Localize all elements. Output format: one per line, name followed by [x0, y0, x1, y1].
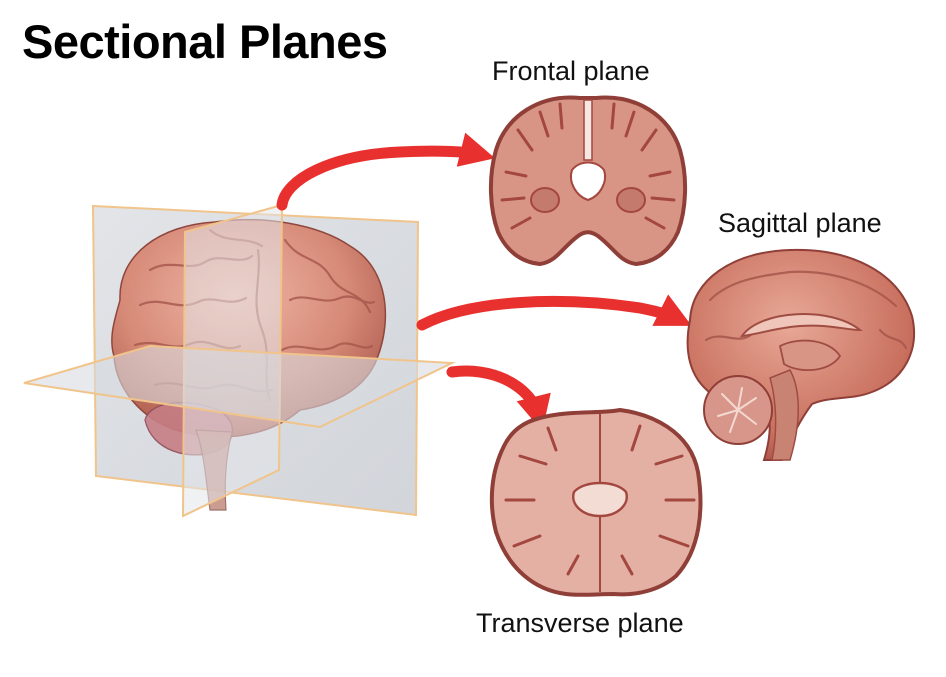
arrow-to-sagittal	[416, 294, 692, 331]
frontal-fissure	[583, 99, 593, 161]
transverse-ventricles	[571, 481, 629, 518]
transverse-section	[489, 407, 703, 597]
arbor-vitae	[717, 387, 757, 433]
frontal-nucleus-right	[616, 187, 646, 213]
sagittal-brainstem	[769, 369, 799, 461]
frontal-ventricles	[570, 161, 606, 202]
frontal-plane-label: Frontal plane	[492, 56, 650, 86]
arrow-to-frontal	[276, 132, 496, 211]
arrows	[276, 132, 692, 432]
frontal-section	[488, 95, 688, 267]
frontal-nucleus-left	[530, 187, 560, 213]
transverse-plane-label: Transverse plane	[476, 608, 684, 638]
sagittal-thalamus	[778, 339, 842, 371]
frontal-section-folds	[500, 102, 676, 230]
sagittal-gyri	[704, 270, 908, 350]
arrow-to-transverse	[446, 365, 551, 432]
transverse-folds	[504, 424, 696, 576]
diagram-title: Sectional Planes	[22, 15, 388, 68]
corpus-callosum	[739, 313, 863, 338]
brain-3d-model	[23, 203, 456, 518]
sagittal-section	[686, 248, 916, 461]
sagittal-plane-label: Sagittal plane	[718, 208, 882, 238]
transverse-plane-sheet	[23, 344, 456, 429]
